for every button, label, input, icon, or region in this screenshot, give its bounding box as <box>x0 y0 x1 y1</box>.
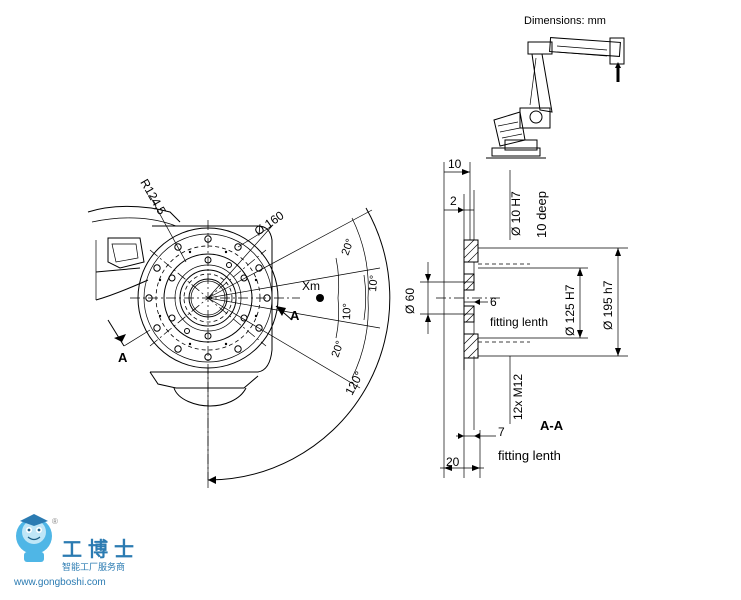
tagline-cn: 智能工厂服务商 <box>62 561 125 572</box>
xm-label: Xm <box>302 279 320 293</box>
robot-arm-thumbnail <box>486 37 625 159</box>
dia-195-label: Ø 195 h7 <box>601 280 615 330</box>
units-note: Dimensions: mm <box>524 15 606 27</box>
flange-front-view: R124,5 Ø 160 Xm 20° 10° 10° 20° 120° A <box>87 177 391 488</box>
section-title: A-A <box>540 418 564 433</box>
dim-20-label: 20 <box>446 455 460 469</box>
section-view-a-a: 10 2 Ø 10 H7 10 deep <box>403 157 628 478</box>
angle-lower-inner-label: 10° <box>341 303 354 320</box>
brand-cn: 工博士 <box>62 537 140 561</box>
dim-top-2: 2 <box>450 194 457 208</box>
dim-top-10: 10 <box>448 157 462 171</box>
hole-h7-label: Ø 10 H7 <box>509 191 523 236</box>
fitting-lower-label: fitting lenth <box>498 448 561 463</box>
hole-depth-label: 10 deep <box>534 191 549 238</box>
bore-60-label: Ø 60 <box>403 288 417 314</box>
radius-label: R124,5 <box>137 177 169 218</box>
dim-6-label: 6 <box>490 295 497 309</box>
angle-upper-inner-label: 10° <box>367 275 380 293</box>
angle-top-label: 20° <box>340 237 357 257</box>
dia-125-label: Ø 125 H7 <box>563 284 577 336</box>
logo-url: www.gongboshi.com <box>13 577 106 588</box>
diameter-160-label: Ø 160 <box>252 208 287 238</box>
section-mark-left: A <box>118 350 128 365</box>
angle-bottom-label: 20° <box>330 339 347 359</box>
dim-7-label: 7 <box>498 425 505 439</box>
thread-label: 12x M12 <box>511 374 525 420</box>
registered-mark: ® <box>52 517 58 526</box>
section-mark-right: A <box>290 308 300 323</box>
fitting-upper-label: fitting lenth <box>490 315 548 329</box>
gongboshi-logo: ® 工博士 智能工厂服务商 www.gongboshi.com <box>13 514 140 588</box>
